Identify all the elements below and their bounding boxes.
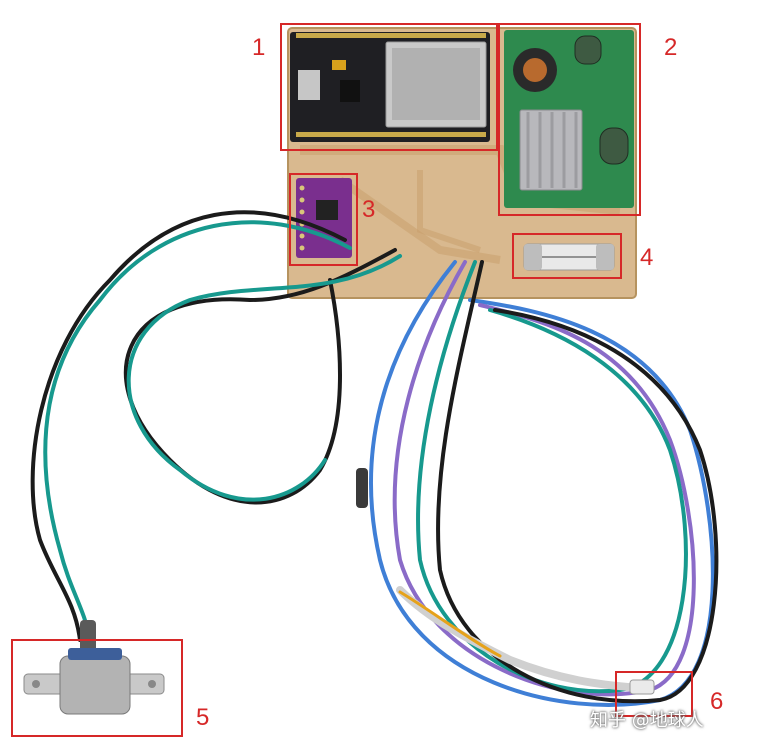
highlight-box-connector <box>615 671 693 717</box>
callout-6: 6 <box>710 688 724 715</box>
highlight-box-db9 <box>11 639 183 737</box>
callout-1: 1 <box>252 34 266 61</box>
db9-connector <box>23 620 165 715</box>
highlight-box-converter <box>498 23 641 216</box>
callout-5: 5 <box>196 704 210 731</box>
callout-3: 3 <box>362 196 376 223</box>
esp32-module <box>290 32 490 142</box>
glass-fuse <box>523 243 615 271</box>
highlight-box-esp32 <box>280 23 498 151</box>
wire-harness <box>30 210 719 707</box>
dc-dc-converter-module <box>504 30 634 208</box>
callout-4: 4 <box>640 244 654 271</box>
watermark-text: 知乎 @地球人 <box>590 710 704 731</box>
callout-2: 2 <box>664 34 678 61</box>
highlight-boxes <box>11 23 693 737</box>
highlight-box-can <box>289 173 358 266</box>
highlight-box-fuse <box>512 233 622 279</box>
